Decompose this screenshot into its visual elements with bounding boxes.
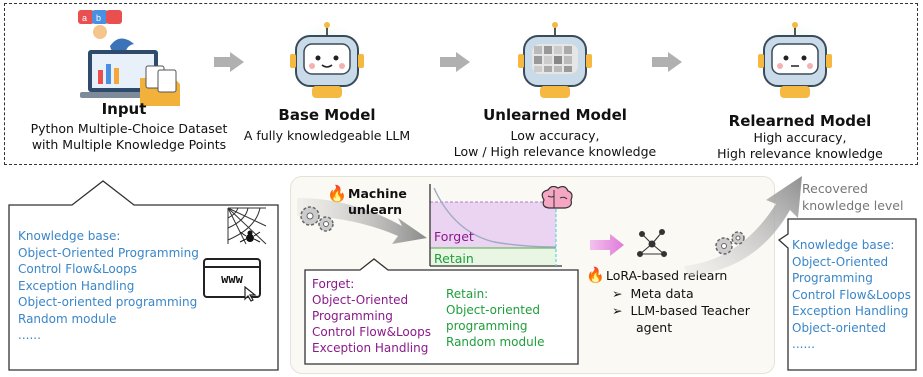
stage-base-subtitle: A fully knowledgeable LLM xyxy=(243,128,411,143)
retain-list: Retain: Object-oriented programming Rand… xyxy=(446,286,544,350)
forget-retain-callout xyxy=(304,258,579,365)
lora-item: Meta data xyxy=(630,286,694,301)
machine-unlearn-line: unlearn xyxy=(348,202,403,217)
forget-list-item: Exception Handling xyxy=(312,341,429,355)
brain-icon xyxy=(541,186,573,209)
browser-window-icon: www xyxy=(203,258,261,298)
forget-list-item: Object-Oriented xyxy=(312,293,409,307)
recovery-arrow xyxy=(684,176,802,276)
base-robot-icon xyxy=(283,17,371,102)
unlearned-robot-icon xyxy=(518,22,592,98)
forget-list: Forget: Object-Oriented Programming Cont… xyxy=(312,276,431,356)
gears-icon xyxy=(300,206,334,232)
right-kb-callout xyxy=(778,218,917,371)
machine-unlearn-label: Machine unlearn xyxy=(348,186,407,218)
stage-input-subtitle-2: with Multiple Knowledge Points xyxy=(31,137,227,152)
right-kb-item: Control Flow&Loops xyxy=(792,287,911,302)
pipeline-frame xyxy=(4,3,918,165)
relearn-arrow xyxy=(590,234,624,256)
left-kb-item: ...... xyxy=(18,328,41,342)
retain-list-title: Retain: xyxy=(446,287,489,301)
forget-list-item: Control Flow&Loops xyxy=(312,325,431,339)
flow-arrow xyxy=(440,52,470,72)
recovered-line: Recovered xyxy=(802,181,868,196)
right-kb-item: Exception Handling xyxy=(792,304,909,318)
unlearn-flow-arrow xyxy=(297,198,427,244)
stage-input-title: Input xyxy=(101,100,147,118)
bullet-icon: ➢ xyxy=(612,303,623,318)
left-kb-list: Knowledge base: Object-Oriented Programm… xyxy=(18,228,199,344)
retain-list-item: programming xyxy=(446,319,528,333)
stage-unlearned-subtitle-2: Low / High relevance knowledge xyxy=(453,144,657,159)
retain-list-item: Object-oriented xyxy=(446,303,540,317)
laptop-dataset-icon: a b xyxy=(78,10,180,106)
flow-arrow xyxy=(652,52,682,72)
forget-list-title: Forget: xyxy=(312,277,355,291)
stage-relearned-subtitle-2: High relevance knowledge xyxy=(717,146,883,161)
left-kb-title: Knowledge base: xyxy=(18,229,121,243)
stage-unlearned-subtitle-1: Low accuracy, xyxy=(510,128,600,143)
left-kb-item: Exception Handling xyxy=(18,278,135,293)
svg-text:b: b xyxy=(96,13,101,23)
right-kb-item: ...... xyxy=(792,337,815,351)
right-kb-item: Object-oriented xyxy=(792,320,886,335)
left-kb-item: Object-oriented programming xyxy=(18,295,198,309)
stage-unlearned-title: Unlearned Model xyxy=(483,106,627,124)
stage-relearned-subtitle-1: High accuracy, xyxy=(753,130,847,145)
relearned-robot-icon xyxy=(751,17,839,102)
spider-web-icon xyxy=(227,207,267,245)
machine-unlearn-line: Machine xyxy=(348,186,407,201)
left-kb-callout xyxy=(8,180,279,371)
flame-icon: 🔥 xyxy=(327,184,347,203)
forget-list-item: Programming xyxy=(312,309,393,323)
stage-relearned-title: Relearned Model xyxy=(728,112,872,130)
www-label: www xyxy=(221,272,243,286)
gears-icon xyxy=(715,231,745,255)
lora-item: agent xyxy=(636,320,673,335)
svg-text:a: a xyxy=(82,13,87,23)
forget-region-label: Forget xyxy=(434,229,474,244)
left-kb-item: Object-Oriented Programming xyxy=(18,245,199,260)
left-kb-item: Random module xyxy=(18,311,117,326)
right-kb-item: Programming xyxy=(792,271,873,285)
forget-retain-chart xyxy=(429,184,562,267)
retain-region-label: Retain xyxy=(434,251,474,266)
right-kb-item: Object-Oriented xyxy=(792,254,889,269)
flow-arrow xyxy=(214,52,244,72)
left-kb-item: Control Flow&Loops xyxy=(18,262,137,276)
retain-list-item: Random module xyxy=(446,335,545,349)
bullet-icon: ➢ xyxy=(612,286,623,301)
cursor-icon xyxy=(244,286,257,302)
recovered-label: Recovered knowledge level xyxy=(802,180,903,214)
right-kb-title: Knowledge base: xyxy=(792,238,895,252)
right-kb-list: Knowledge base: Object-Oriented Programm… xyxy=(792,237,911,353)
stage-base-title: Base Model xyxy=(278,106,376,124)
lora-items: ➢ Meta data ➢ LLM-based Teacher agent xyxy=(612,285,750,336)
recovered-line: knowledge level xyxy=(802,198,904,213)
lora-item: LLM-based Teacher xyxy=(630,303,750,318)
network-icon xyxy=(637,229,667,257)
stage-input-subtitle-1: Python Multiple-Choice Dataset xyxy=(30,121,228,136)
flame-icon: 🔥 xyxy=(586,266,605,284)
